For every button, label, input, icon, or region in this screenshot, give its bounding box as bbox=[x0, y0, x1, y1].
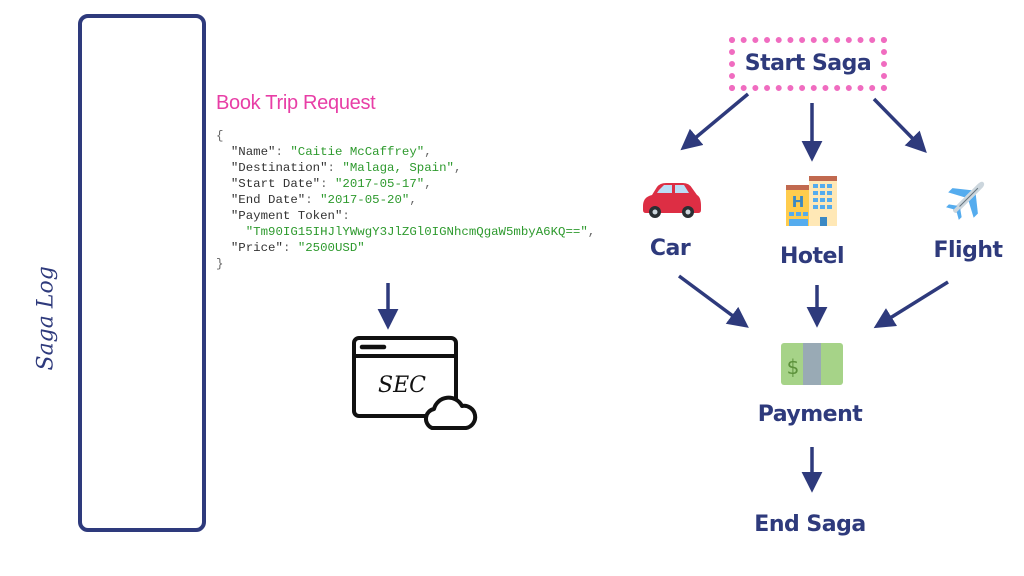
request-title: Book Trip Request bbox=[216, 92, 376, 114]
json-key: "Payment Token" bbox=[230, 209, 343, 223]
json-value: "2017-05-17" bbox=[334, 177, 425, 191]
airplane-icon bbox=[946, 181, 985, 220]
saga-log-box bbox=[78, 14, 206, 532]
end-saga-label: End Saga bbox=[754, 512, 866, 537]
car-icon bbox=[643, 183, 701, 218]
request-json: { "Name": "Caitie McCaffrey", "Destinati… bbox=[216, 129, 596, 271]
arrow-start-to-flight bbox=[872, 97, 927, 154]
arrow-car-to-payment bbox=[677, 274, 749, 328]
start-saga-label: Start Saga bbox=[744, 51, 872, 76]
json-value: "2500USD" bbox=[297, 241, 365, 255]
json-key: "Start Date" bbox=[230, 177, 321, 191]
arrow-flight-to-payment bbox=[873, 280, 949, 329]
json-value: "Malaga, Spain" bbox=[342, 161, 454, 175]
json-value: "2017-05-20" bbox=[320, 193, 410, 207]
json-open-brace: { bbox=[216, 129, 224, 143]
svg-text:$: $ bbox=[787, 355, 800, 379]
json-value: "Tm90IG15IHJlYWwgY3JlZGl0IGNhcmQgaW5mbyA… bbox=[245, 225, 588, 239]
banknote-icon: $ bbox=[781, 343, 843, 385]
json-value: "Caitie McCaffrey" bbox=[290, 145, 425, 159]
payment-label: Payment bbox=[757, 402, 863, 427]
arrow-start-to-car bbox=[680, 92, 750, 151]
json-close-brace: } bbox=[216, 257, 224, 271]
svg-text:H: H bbox=[792, 193, 805, 211]
json-key: "End Date" bbox=[230, 193, 306, 207]
hotel-icon: H bbox=[786, 176, 837, 226]
sec-label: SEC bbox=[378, 373, 426, 398]
browser-window-cloud-icon: SEC bbox=[352, 336, 478, 430]
json-key: "Price" bbox=[230, 241, 283, 255]
flight-label: Flight bbox=[933, 238, 1003, 263]
json-key: "Destination" bbox=[230, 161, 328, 175]
json-key: "Name" bbox=[230, 145, 276, 159]
start-saga-box bbox=[729, 37, 887, 91]
hotel-label: Hotel bbox=[779, 244, 845, 269]
car-label: Car bbox=[649, 236, 691, 261]
